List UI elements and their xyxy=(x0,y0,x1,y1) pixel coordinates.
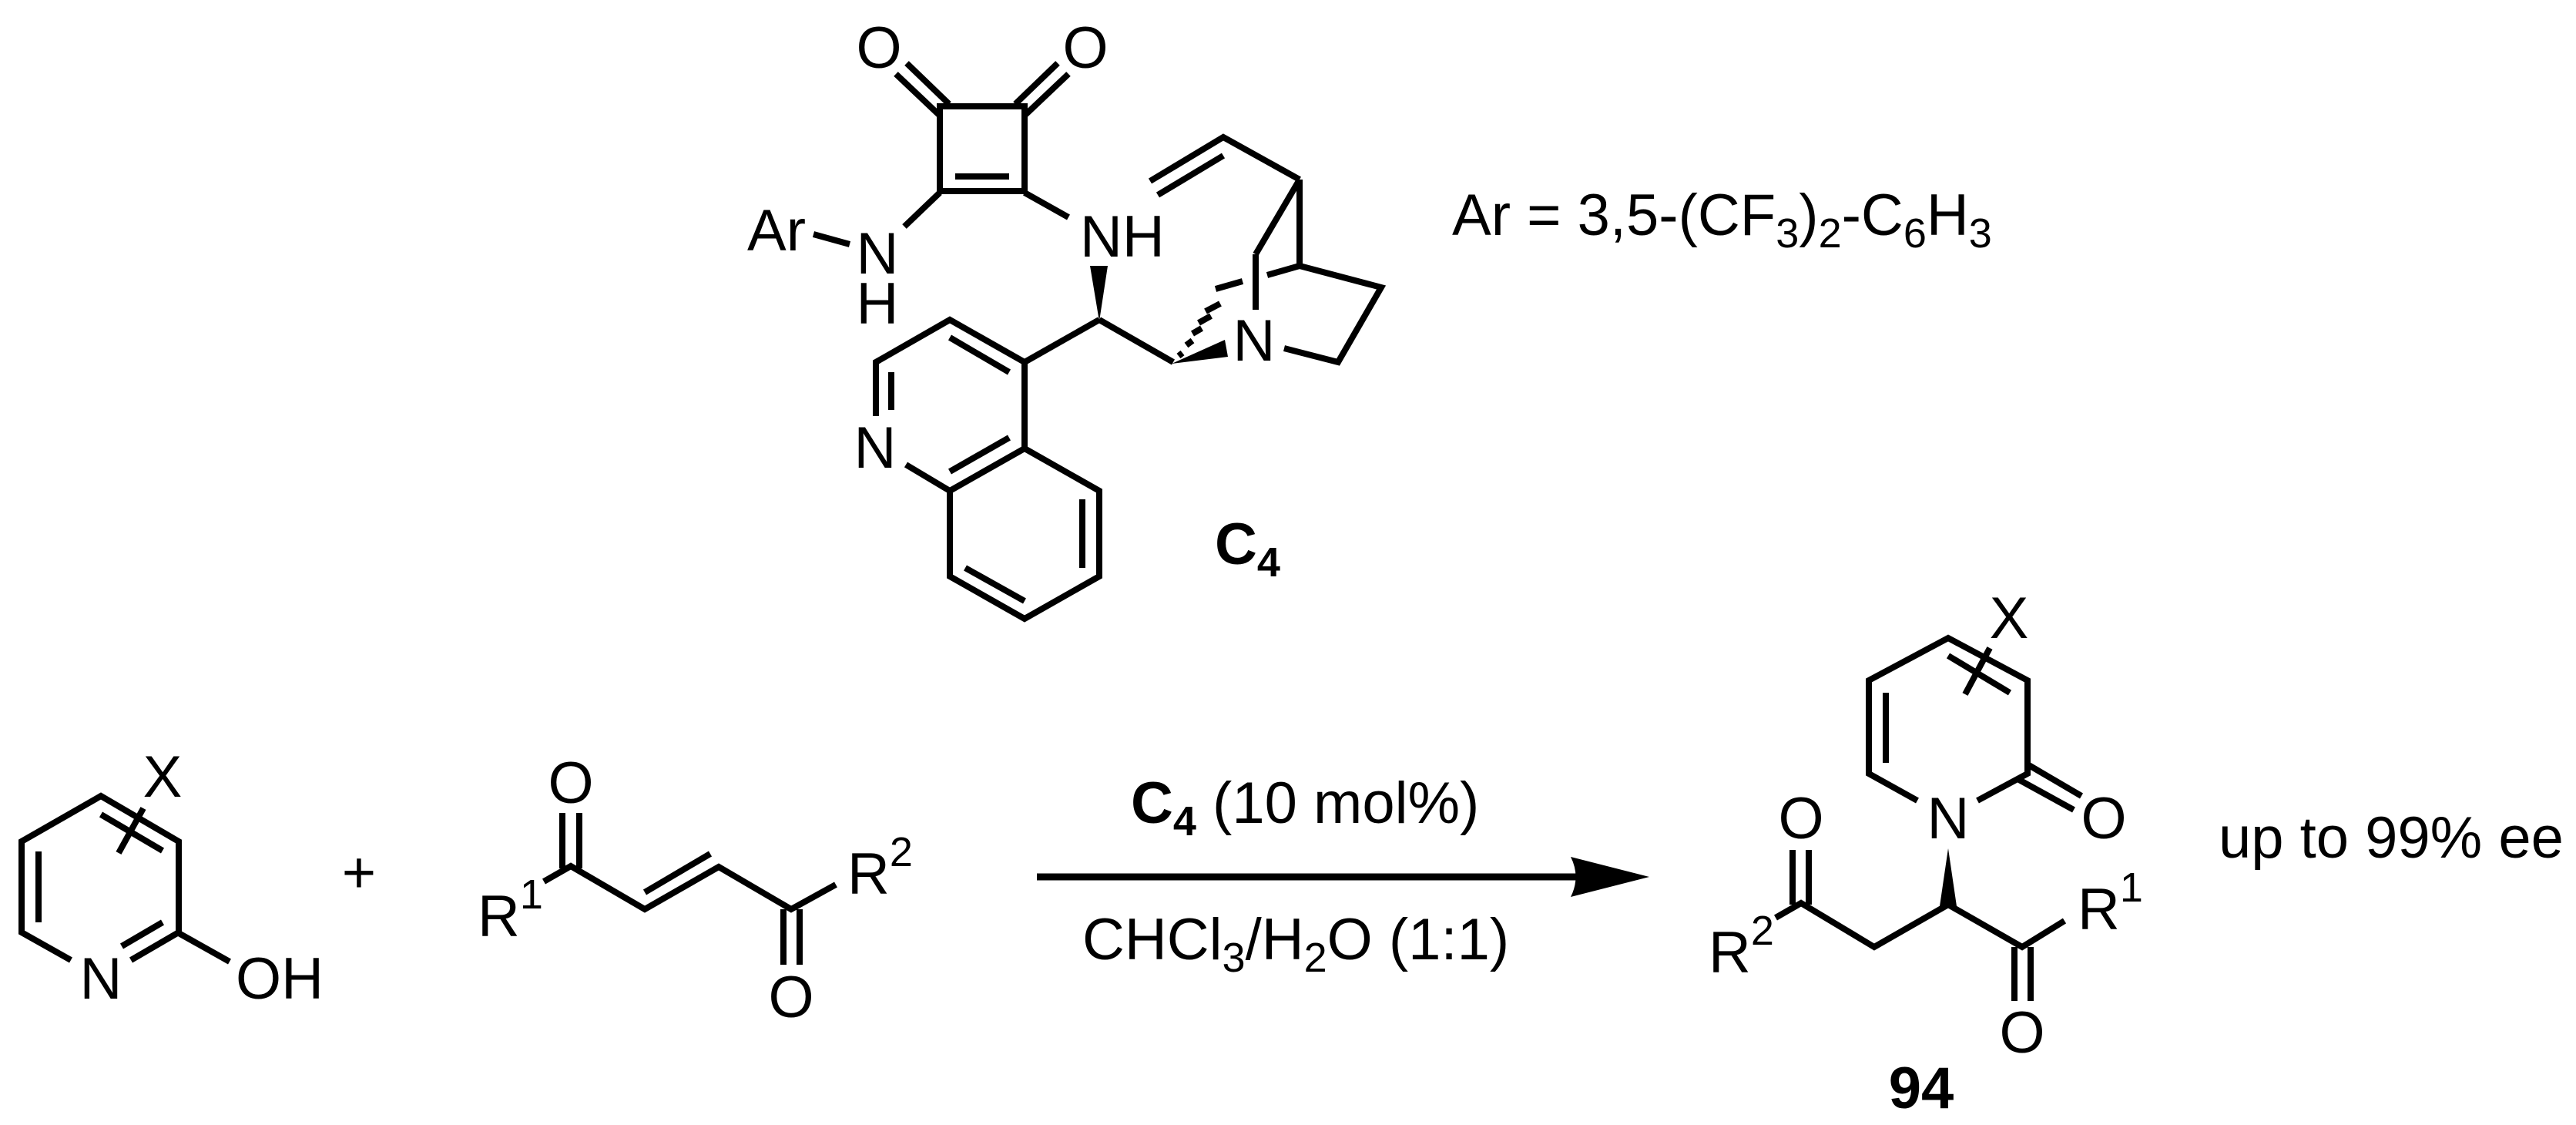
ring-nitrogen-label: N xyxy=(80,946,122,1012)
aryl-label: Ar xyxy=(747,198,806,264)
r1-label: R1 xyxy=(2078,865,2143,942)
side-chain xyxy=(1774,899,2067,951)
hydroxyl-label: OH xyxy=(236,946,324,1012)
plus-sign: + xyxy=(342,840,376,905)
reaction-arrow xyxy=(1037,857,1649,897)
nitrogen-label: N xyxy=(857,221,899,287)
wedge-bond xyxy=(1940,848,1957,906)
oxygen-label: O xyxy=(2081,786,2126,851)
quinoline-nitrogen-label: N xyxy=(854,415,897,481)
substituent-x-label: X xyxy=(143,744,183,810)
enantioselectivity-note: up to 99% ee xyxy=(2219,805,2564,871)
catalyst-structure: O O N H Ar NH N xyxy=(747,15,1992,623)
conditions-solvent: CHCl3/H2O (1:1) xyxy=(1082,907,1509,981)
arrowhead-icon xyxy=(1571,857,1649,897)
oxygen-label: O xyxy=(548,751,593,816)
oxygen-label: O xyxy=(1999,1000,2044,1066)
wedge-bond xyxy=(1090,266,1108,321)
amine-nh-label: NH xyxy=(1080,204,1165,270)
product-structure: X N O O O R2 R1 94 xyxy=(1709,586,2143,1121)
r2-label: R2 xyxy=(847,829,913,907)
oxygen-label: O xyxy=(856,15,901,81)
substituent-bond xyxy=(1962,646,1993,696)
reactant-enedione: O O R1 R2 xyxy=(478,751,913,1030)
hydrogen-label: H xyxy=(857,271,899,337)
substituent-x-label: X xyxy=(1990,586,2029,651)
oxygen-label: O xyxy=(1778,786,1823,851)
r2-label: R2 xyxy=(1709,908,1774,986)
ring-nitrogen-label: N xyxy=(1927,786,1970,851)
wedge-bond xyxy=(1172,340,1228,364)
pyridine-ring xyxy=(18,792,182,963)
enedione-chain xyxy=(542,862,837,913)
quinuclidine-nitrogen-label: N xyxy=(1233,308,1276,374)
carbonyl-bond xyxy=(1022,72,1071,118)
oxygen-label: O xyxy=(768,965,813,1030)
conditions-catalyst: C4 (10 mol%) xyxy=(1131,771,1479,845)
aryl-definition: Ar = 3,5-(CF3)2-C6H3 xyxy=(1452,183,1992,257)
reactant-hydroxypyridine: X N OH xyxy=(18,744,324,1012)
quinoline-ring xyxy=(873,316,1026,416)
compound-number: 94 xyxy=(1889,1056,1954,1121)
substituent-bond xyxy=(116,807,146,855)
vinyl-group xyxy=(1148,133,1301,184)
catalyst-name-label: C4 xyxy=(1215,512,1280,586)
carbonyl-bond xyxy=(894,72,942,118)
oxygen-label: O xyxy=(1062,15,1108,81)
hashed-wedge-bond xyxy=(1176,301,1222,359)
squaramide-ring xyxy=(937,103,1028,194)
pyridone-ring xyxy=(1866,634,2031,804)
r1-label: R1 xyxy=(478,871,543,949)
